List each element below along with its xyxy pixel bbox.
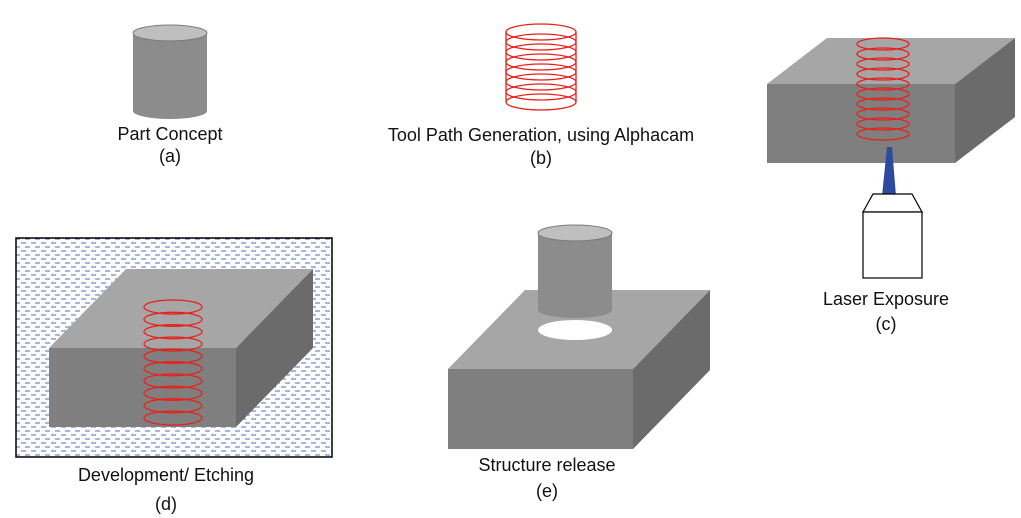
toolpath-loop [856, 37, 910, 51]
block-front-face [448, 369, 633, 449]
toolpath-loop [856, 107, 910, 121]
label-c: (c) [876, 314, 897, 334]
block-top-face [49, 269, 313, 348]
caption-d: Development/ Etching [78, 465, 254, 485]
cylinder-top [132, 24, 208, 42]
toolpath-loop [505, 63, 577, 81]
caption-c: Laser Exposure [823, 289, 949, 309]
toolpath-loop [505, 93, 577, 111]
toolpath-loop [856, 67, 910, 81]
label-b: (b) [530, 148, 552, 168]
release-hole [538, 320, 612, 340]
toolpath-loop [505, 43, 577, 61]
toolpath-loop [143, 361, 203, 377]
caption-b: Tool Path Generation, using Alphacam [388, 125, 694, 145]
toolpath-loop [143, 311, 203, 327]
label-e: (e) [536, 481, 558, 501]
caption-e: Structure release [478, 455, 615, 475]
toolpath-loop [143, 410, 203, 426]
toolpath-loop [143, 299, 203, 315]
toolpath-coil-b [505, 23, 577, 111]
cylinder-bottom [133, 103, 207, 119]
released-cylinder [537, 224, 613, 318]
panel-b: Tool Path Generation, using Alphacam (b) [388, 23, 694, 168]
block-front-face [49, 348, 236, 427]
toolpath-loop [143, 324, 203, 340]
laser-source-body [862, 211, 923, 279]
toolpath-loop [505, 53, 577, 71]
block-d [49, 269, 313, 427]
cylinder-body [538, 233, 612, 310]
toolpath-loop [856, 57, 910, 71]
laser-source-top [861, 193, 924, 213]
label-a: (a) [159, 146, 181, 166]
toolpath-loop [143, 398, 203, 414]
laser-beam [882, 147, 896, 196]
toolpath-loop [143, 336, 203, 352]
panel-d: Development/ Etching (d) [15, 237, 333, 514]
toolpath-loop [856, 117, 910, 131]
panel-c: Laser Exposure (c) [767, 37, 1015, 334]
toolpath-loop [505, 73, 577, 91]
toolpath-loop [505, 33, 577, 51]
cylinder-body [133, 33, 207, 111]
toolpath-loop [505, 23, 577, 41]
toolpath-loop [143, 385, 203, 401]
caption-a: Part Concept [117, 124, 222, 144]
panel-a: Part Concept (a) [117, 24, 223, 166]
label-d: (d) [155, 494, 177, 514]
toolpath-coil-d [143, 299, 203, 426]
toolpath-loop [143, 373, 203, 389]
toolpath-loop [856, 47, 910, 61]
block-c [767, 38, 1015, 163]
block-side-face [955, 38, 1015, 163]
block-front-face [767, 84, 955, 163]
cylinder-part-concept [132, 24, 208, 119]
toolpath-loop [856, 77, 910, 91]
block-side-face [633, 290, 710, 449]
block-top-face [767, 38, 1015, 84]
toolpath-loop [143, 348, 203, 364]
cylinder-bottom [538, 302, 612, 318]
panel-e: Structure release (e) [448, 224, 710, 501]
toolpath-loop [505, 83, 577, 101]
block-side-face [236, 269, 313, 427]
toolpath-loop [856, 127, 910, 141]
cylinder-top [537, 224, 613, 242]
laser-source [861, 193, 924, 279]
toolpath-loop [856, 87, 910, 101]
toolpath-coil-c [856, 37, 910, 141]
toolpath-loop [856, 97, 910, 111]
